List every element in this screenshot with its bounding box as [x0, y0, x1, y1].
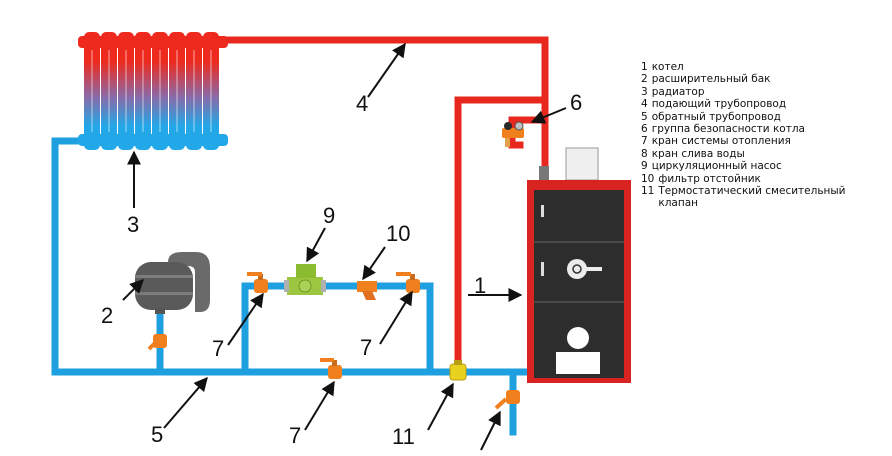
radiator-icon [78, 32, 228, 150]
valve-upper-left [247, 272, 268, 293]
legend-number: 3 [641, 85, 648, 98]
filter-icon [357, 281, 377, 300]
legend-text: Термостатический смесительный клапан [658, 185, 846, 210]
legend-number: 8 [641, 147, 648, 160]
legend-text: обратный трубопровод [651, 110, 781, 123]
legend-text: фильтр отстойник [658, 172, 761, 185]
valve-bottom-middle [320, 358, 342, 379]
callout-7-right: 7 [360, 335, 372, 360]
legend-number: 9 [641, 160, 648, 173]
legend-text: циркуляционный насос [651, 160, 782, 173]
callout-leaders [122, 42, 567, 451]
legend-text: группа безопасности котла [651, 123, 805, 136]
legend-number: 7 [641, 135, 648, 148]
circulation-pump-icon [284, 264, 326, 295]
callout-7-bottom: 7 [289, 423, 301, 448]
legend-number: 2 [641, 73, 648, 86]
legend-number: 4 [641, 98, 648, 111]
legend-number: 6 [641, 123, 648, 136]
callout-11: 11 [392, 424, 415, 449]
ball-valve-icon [147, 272, 520, 410]
valve-tank [147, 334, 167, 351]
expansion-tank-icon [135, 252, 210, 314]
legend-text: котел [651, 61, 684, 73]
safety-group-icon [502, 121, 524, 147]
legend-number: 11 [641, 185, 655, 198]
callout-6: 6 [570, 90, 582, 115]
callout-4: 4 [356, 91, 368, 116]
callout-9: 9 [323, 203, 335, 228]
legend-text: радиатор [651, 85, 705, 98]
callout-7-left: 7 [212, 336, 224, 361]
legend-text: подающий трубопровод [651, 98, 787, 111]
callout-1: 1 [474, 273, 486, 298]
legend-text: расширительный бак [651, 73, 771, 86]
callout-10: 10 [386, 221, 410, 246]
callout-2: 2 [101, 303, 113, 328]
boiler-icon [527, 147, 631, 383]
legend-number: 10 [641, 172, 655, 185]
legend-number: 1 [641, 61, 648, 73]
valve-drain [494, 390, 520, 410]
callout-3: 3 [127, 212, 139, 237]
supply-pipeline [224, 36, 549, 372]
callout-5: 5 [151, 422, 163, 447]
legend-number: 5 [641, 110, 648, 123]
legend-text: кран слива воды [651, 147, 745, 160]
mixing-valve-icon [449, 360, 467, 381]
valve-upper-right [396, 272, 420, 293]
legend-text: кран системы отопления [651, 135, 791, 148]
